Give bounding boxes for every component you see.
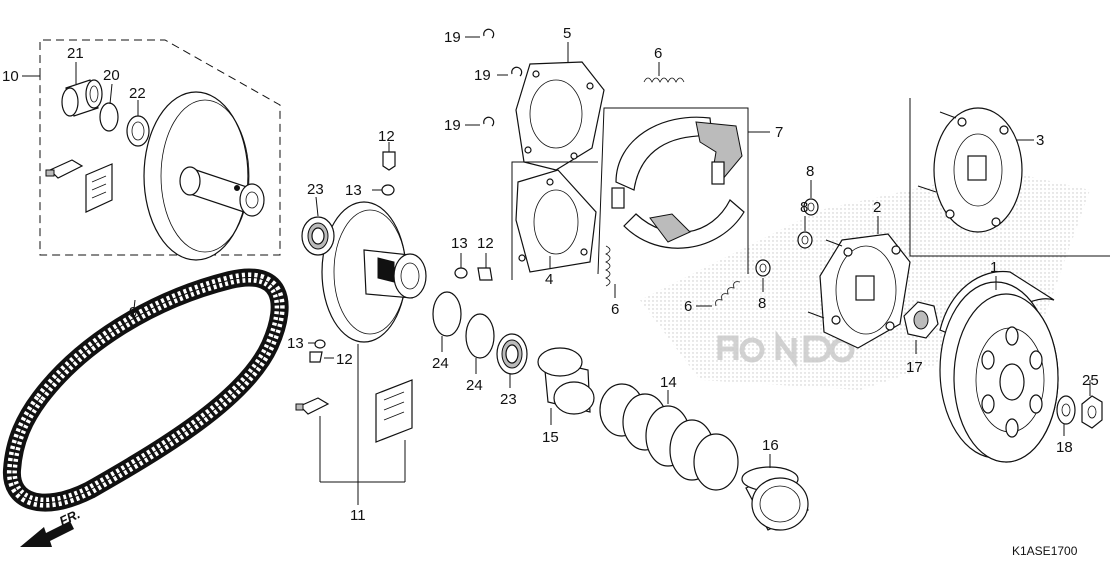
callout-13-mid: 13 bbox=[451, 235, 468, 252]
callout-1: 1 bbox=[990, 259, 998, 276]
callout-5: 5 bbox=[563, 25, 571, 42]
callout-23-right: 23 bbox=[500, 391, 517, 408]
callout-12-mid: 12 bbox=[477, 235, 494, 252]
callout-13-top: 13 bbox=[345, 182, 362, 199]
callout-8-bottom: 8 bbox=[758, 295, 766, 312]
clutch-shoe-set bbox=[597, 107, 770, 275]
callout-3: 3 bbox=[1036, 132, 1044, 149]
callout-4: 4 bbox=[545, 271, 553, 288]
callout-17: 17 bbox=[906, 359, 923, 376]
callout-9: 9 bbox=[129, 304, 137, 321]
callout-8-mid: 8 bbox=[800, 199, 808, 216]
callout-12-top: 12 bbox=[378, 128, 395, 145]
callout-13-left: 13 bbox=[287, 335, 304, 352]
callout-16: 16 bbox=[762, 437, 779, 454]
callout-10: 10 bbox=[2, 68, 19, 85]
callout-24-right: 24 bbox=[466, 377, 483, 394]
driven-face-assembly-group bbox=[22, 39, 281, 261]
callout-23-left: 23 bbox=[307, 181, 324, 198]
seal-collar bbox=[537, 347, 595, 425]
callout-12-left: 12 bbox=[336, 351, 353, 368]
callout-6-bottom: 6 bbox=[611, 301, 619, 318]
callout-19-top: 19 bbox=[444, 29, 461, 46]
drive-plate bbox=[807, 216, 911, 349]
o-rings bbox=[432, 291, 528, 388]
driven-face-spring bbox=[599, 383, 739, 491]
callout-7: 7 bbox=[775, 124, 783, 141]
callout-24-left: 24 bbox=[432, 355, 449, 372]
callout-2: 2 bbox=[873, 199, 881, 216]
callout-20: 20 bbox=[103, 67, 120, 84]
spring-collar bbox=[741, 454, 809, 531]
callout-18: 18 bbox=[1056, 439, 1073, 456]
front-direction-marker: FR. bbox=[20, 506, 82, 547]
drive-belt bbox=[2, 268, 289, 512]
callout-8-top: 8 bbox=[806, 163, 814, 180]
callout-21: 21 bbox=[67, 45, 84, 62]
callout-6-right: 6 bbox=[684, 298, 692, 315]
callout-19-mid: 19 bbox=[474, 67, 491, 84]
shoe-springs bbox=[605, 62, 741, 307]
callout-15: 15 bbox=[542, 429, 559, 446]
collar-nuts bbox=[755, 180, 819, 292]
drive-plate-assembly bbox=[909, 98, 1110, 257]
movable-driven-face bbox=[295, 142, 493, 505]
clutch-plates bbox=[465, 28, 605, 280]
clutch-outer bbox=[939, 270, 1059, 463]
fasteners bbox=[903, 301, 1103, 436]
callout-11: 11 bbox=[350, 507, 366, 524]
callout-14: 14 bbox=[660, 374, 677, 391]
callout-labels: 21 20 22 10 9 23 12 13 13 12 13 12 11 24… bbox=[2, 25, 1099, 558]
callout-25: 25 bbox=[1082, 372, 1099, 389]
callout-19-bottom: 19 bbox=[444, 117, 461, 134]
callout-6-top: 6 bbox=[654, 45, 662, 62]
callout-22: 22 bbox=[129, 85, 146, 102]
diagram-code: K1ASE1700 bbox=[1012, 544, 1078, 558]
